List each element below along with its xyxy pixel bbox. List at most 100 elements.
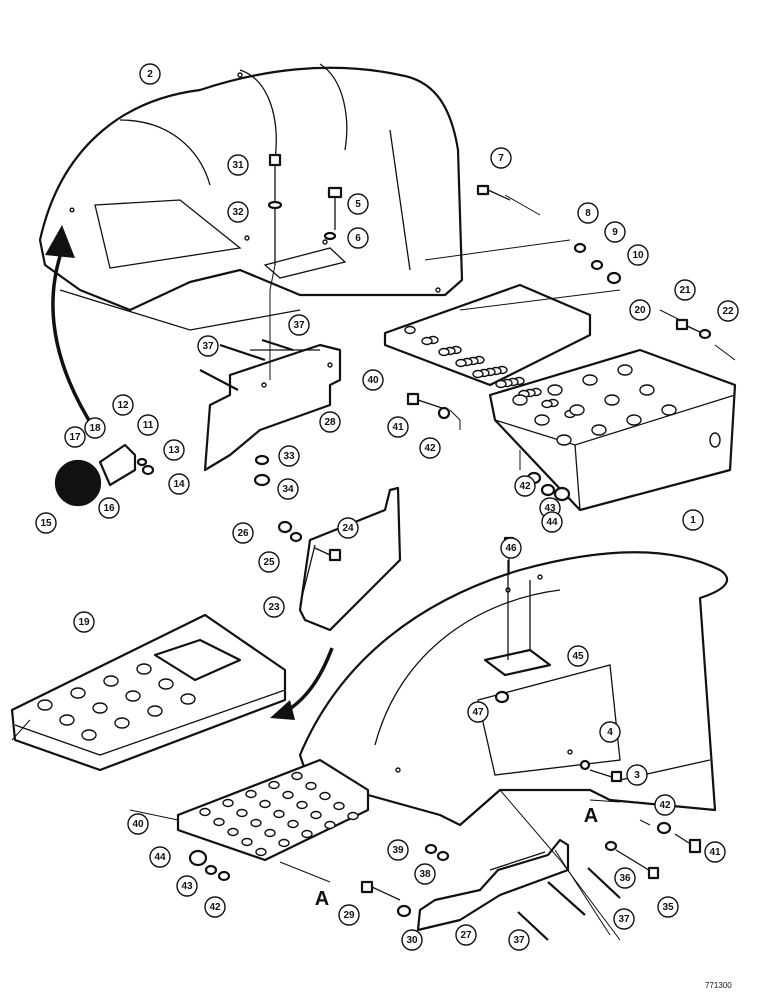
- callout-31: 31: [227, 154, 249, 176]
- callout-33: 33: [278, 445, 300, 467]
- callout-9: 9: [604, 221, 626, 243]
- leader-lines: [11, 194, 736, 941]
- callout-number: 18: [89, 423, 101, 434]
- callout-42: 42: [204, 896, 226, 918]
- callout-42: 42: [419, 437, 441, 459]
- callout-number: 37: [618, 914, 630, 925]
- callout-number: 6: [355, 233, 361, 244]
- callout-number: 41: [392, 422, 404, 433]
- callout-27: 27: [455, 924, 477, 946]
- callout-number: 37: [293, 320, 305, 331]
- callout-37: 37: [613, 908, 635, 930]
- callout-number: 20: [634, 305, 646, 316]
- callout-5: 5: [347, 193, 369, 215]
- callout-15: 15: [35, 512, 57, 534]
- bolt-7: [476, 184, 511, 201]
- callout-number: 14: [173, 479, 185, 490]
- callout-23: 23: [263, 596, 285, 618]
- bolt-41-upper: [406, 392, 451, 420]
- callout-number: 10: [632, 250, 644, 261]
- bracket-27: [416, 838, 570, 932]
- callout-34: 34: [277, 478, 299, 500]
- callout-number: 32: [232, 207, 244, 218]
- callout-number: 34: [282, 484, 294, 495]
- callout-number: 17: [69, 432, 81, 443]
- callout-42: 42: [514, 475, 536, 497]
- callout-number: 25: [263, 557, 275, 568]
- callout-number: 47: [472, 707, 484, 718]
- callout-8: 8: [577, 202, 599, 224]
- callout-number: 46: [505, 543, 517, 554]
- callout-24: 24: [337, 517, 359, 539]
- callout-number: 16: [103, 503, 115, 514]
- callout-26: 26: [232, 522, 254, 544]
- bracket-28: [203, 343, 342, 472]
- callout-number: 11: [143, 420, 154, 431]
- callout-number: 37: [513, 935, 525, 946]
- bolt-24: [277, 520, 342, 562]
- callout-number: 31: [232, 160, 244, 171]
- callout-3: 3: [626, 764, 648, 786]
- upper-fender: [38, 63, 464, 331]
- callout-40: 40: [127, 813, 149, 835]
- callout-38: 38: [414, 863, 436, 885]
- callout-28: 28: [319, 411, 341, 433]
- callout-39: 39: [387, 839, 409, 861]
- drawing-code: 771300: [705, 981, 732, 990]
- callout-number: 42: [519, 481, 531, 492]
- callout-6: 6: [347, 227, 369, 249]
- callout-42: 42: [654, 794, 676, 816]
- upper-step-box-holes: [512, 364, 677, 446]
- callout-46: 46: [500, 537, 522, 559]
- callout-number: 28: [324, 417, 336, 428]
- callout-number: 36: [619, 873, 631, 884]
- callout-25: 25: [258, 551, 280, 573]
- callout-number: 44: [546, 517, 558, 528]
- left-step-box: [10, 613, 287, 772]
- callout-number: 33: [283, 451, 295, 462]
- callout-40: 40: [362, 369, 384, 391]
- callout-number: 21: [679, 285, 691, 296]
- callout-47: 47: [467, 701, 489, 723]
- pins-37-upper: [199, 338, 294, 391]
- callout-number: 44: [154, 852, 166, 863]
- callout-44: 44: [541, 511, 563, 533]
- callout-number: 3: [634, 770, 640, 781]
- pins-37-lower: [517, 867, 621, 941]
- callout-29: 29: [338, 904, 360, 926]
- callout-number: 29: [343, 910, 355, 921]
- callout-22: 22: [717, 300, 739, 322]
- bolt-29: [360, 843, 450, 918]
- callout-number: 8: [585, 208, 591, 219]
- callout-36: 36: [614, 867, 636, 889]
- hardware-8-9-10: [573, 242, 622, 285]
- upper-step-plate: [383, 283, 592, 387]
- callout-number: 43: [544, 503, 556, 514]
- callout-41: 41: [704, 841, 726, 863]
- callout-number: 38: [419, 869, 431, 880]
- nuts-33-34: [253, 454, 271, 487]
- bolt-41-lower: [656, 821, 702, 854]
- section-letter-a-right: A: [584, 805, 598, 827]
- callout-35: 35: [657, 896, 679, 918]
- callout-number: 9: [612, 227, 618, 238]
- callout-37: 37: [197, 335, 219, 357]
- callout-number: 1: [690, 515, 696, 526]
- callout-number: 27: [460, 930, 472, 941]
- callout-10: 10: [627, 244, 649, 266]
- callout-41: 41: [387, 416, 409, 438]
- callout-20: 20: [629, 299, 651, 321]
- callout-21: 21: [674, 279, 696, 301]
- callout-2: 2: [139, 63, 161, 85]
- bracket-23: [298, 486, 402, 632]
- callout-number: 2: [147, 69, 153, 80]
- callout-7: 7: [490, 147, 512, 169]
- callout-number: 23: [268, 602, 280, 613]
- callout-number: 26: [237, 528, 249, 539]
- callout-number: 37: [202, 341, 214, 352]
- callout-13: 13: [163, 439, 185, 461]
- callout-number: 24: [342, 523, 354, 534]
- callout-number: 22: [722, 306, 734, 317]
- callout-16: 16: [98, 497, 120, 519]
